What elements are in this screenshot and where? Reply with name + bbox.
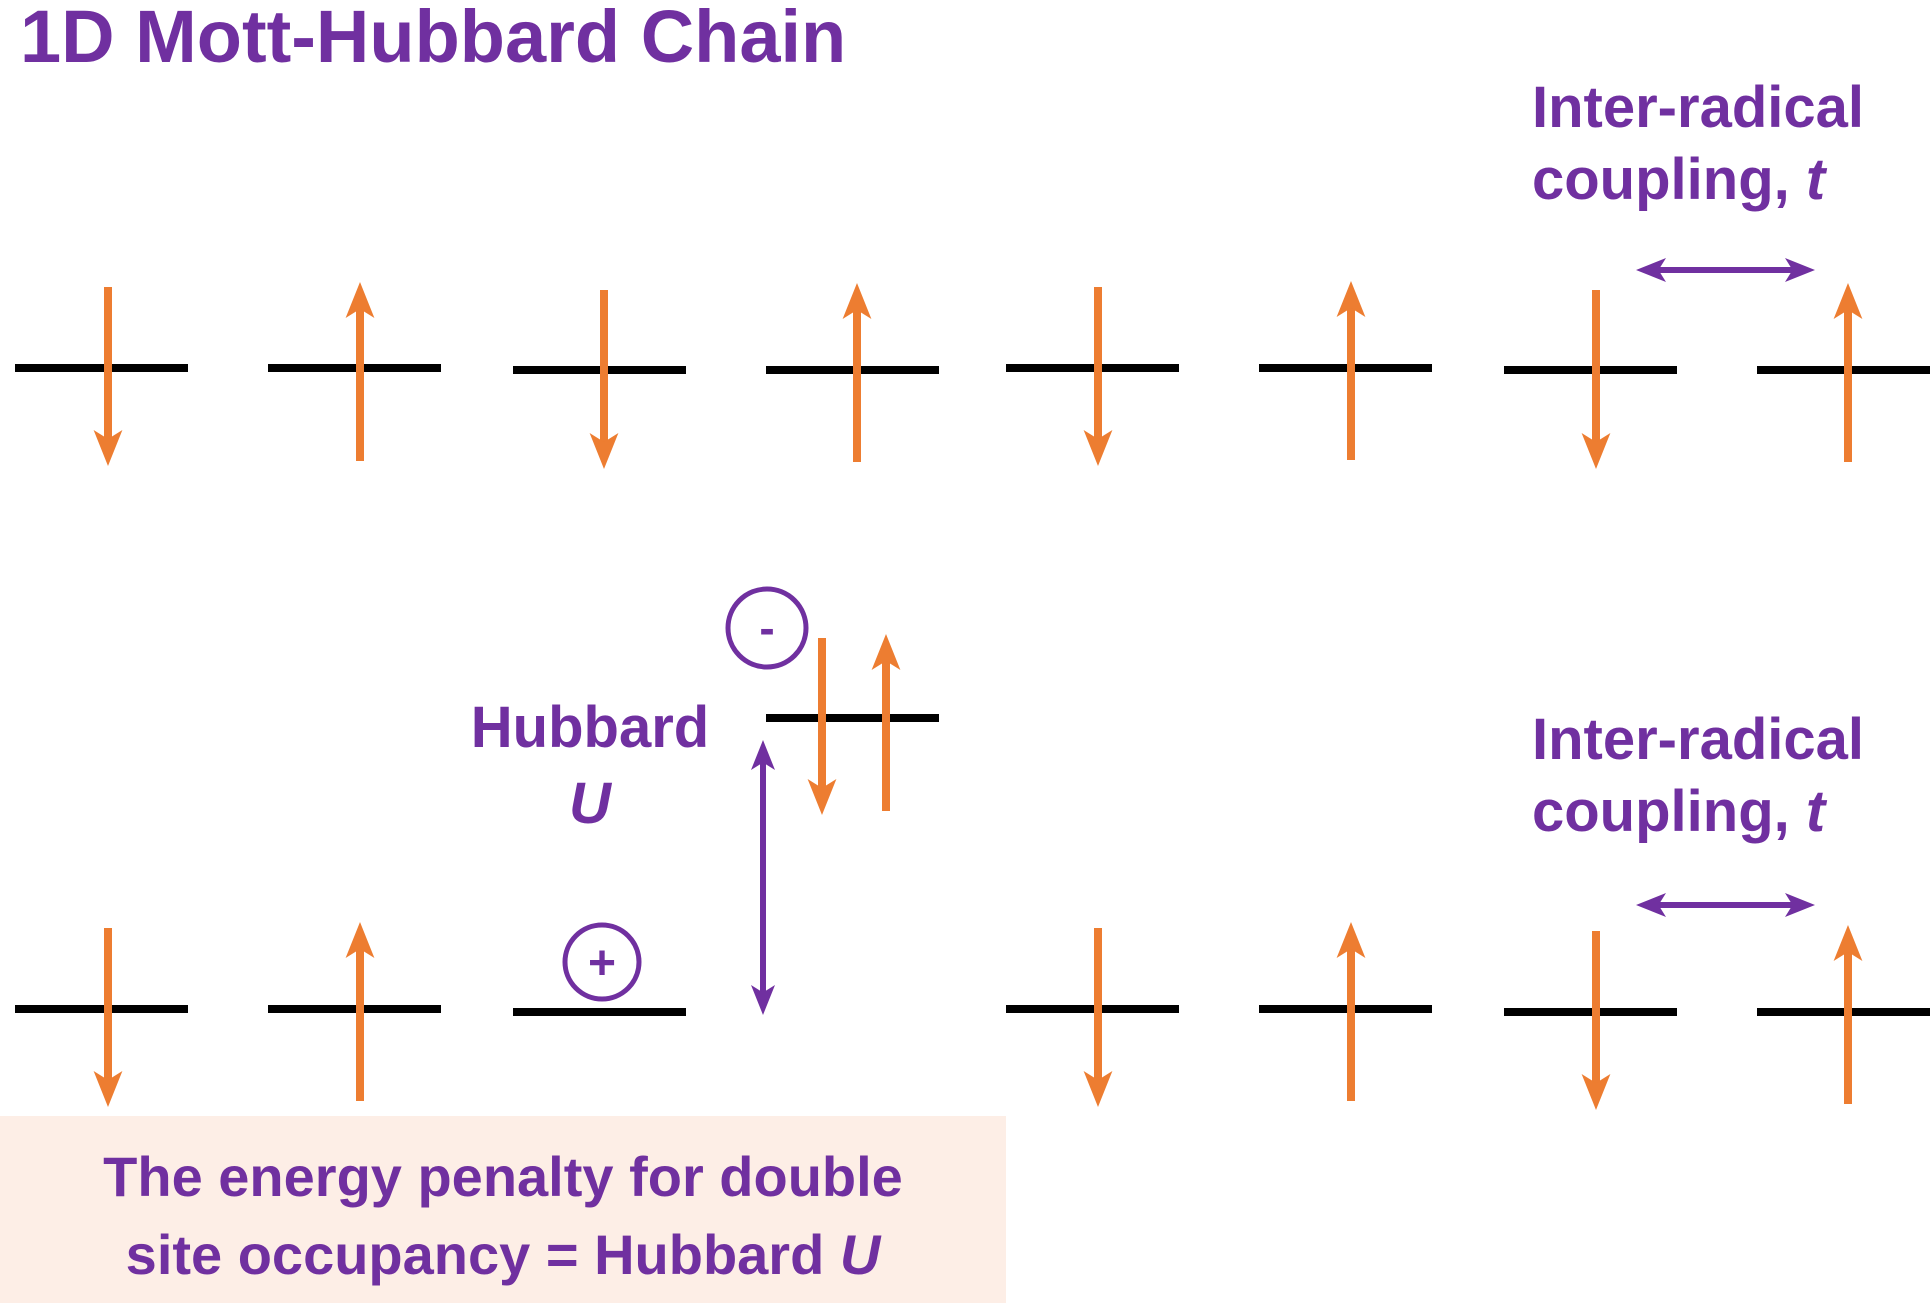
hubbard-u-label: Hubbard U bbox=[455, 690, 725, 842]
coupling-label-line1: Inter-radical bbox=[1532, 75, 1864, 140]
negative-charge-sign: - bbox=[759, 602, 774, 654]
positive-charge-sign: + bbox=[588, 937, 616, 990]
note-symbol-u: U bbox=[839, 1223, 881, 1286]
hubbard-label-text: Hubbard bbox=[470, 695, 710, 760]
coupling-label-text: coupling, bbox=[1532, 779, 1806, 844]
positive-charge-circle bbox=[562, 922, 642, 1002]
note-box bbox=[0, 1116, 1006, 1303]
note-line2: site occupancy = Hubbard U bbox=[0, 1216, 1006, 1294]
coupling-label-line2: coupling, t bbox=[1532, 776, 1864, 848]
coupling-label-text: coupling, bbox=[1532, 147, 1806, 212]
coupling-label-bottom: Inter-radical coupling, t bbox=[1532, 704, 1864, 848]
page-title: 1D Mott-Hubbard Chain bbox=[20, 0, 847, 78]
note-line2-text: site occupancy = Hubbard bbox=[125, 1223, 840, 1286]
note-line1: The energy penalty for double bbox=[103, 1145, 903, 1208]
bottom-chain bbox=[15, 634, 1930, 1110]
coupling-label-top: Inter-radical coupling, t bbox=[1532, 72, 1864, 216]
coupling-symbol-t: t bbox=[1805, 779, 1826, 844]
negative-charge-circle bbox=[725, 586, 809, 670]
top-chain bbox=[15, 281, 1930, 469]
coupling-label-line2: coupling, t bbox=[1532, 144, 1864, 216]
hubbard-symbol-u: U bbox=[569, 771, 611, 836]
coupling-label-line1: Inter-radical bbox=[1532, 707, 1864, 772]
coupling-symbol-t: t bbox=[1805, 147, 1826, 212]
energy-penalty-note: The energy penalty for double site occup… bbox=[0, 1138, 1006, 1294]
